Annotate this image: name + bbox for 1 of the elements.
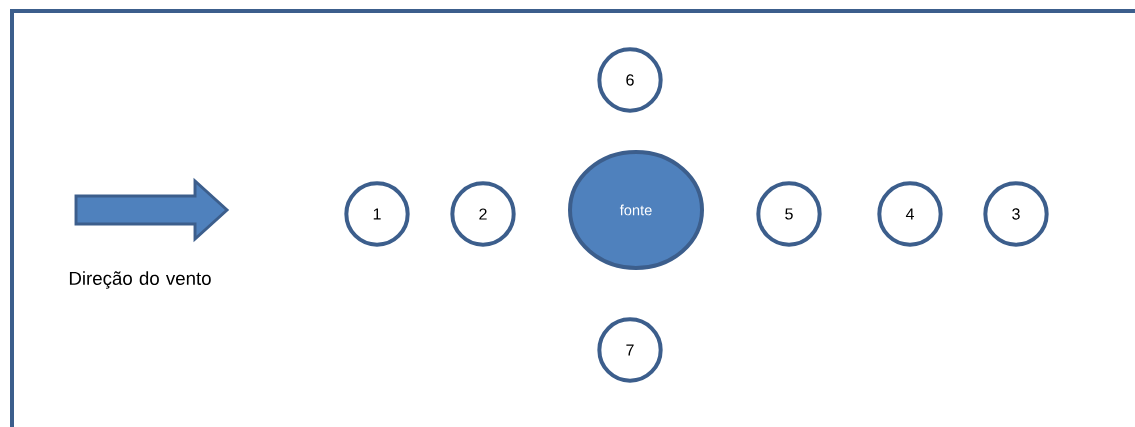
caption-text: Direção do vento xyxy=(69,271,211,289)
